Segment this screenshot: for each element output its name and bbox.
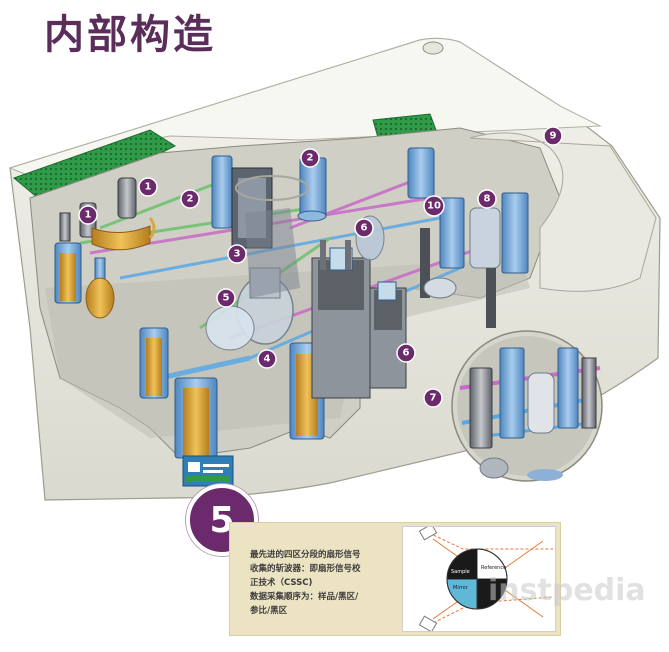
marker-badge-2: 2 <box>300 148 320 168</box>
chopper-label-mirror: Mirror <box>453 585 469 591</box>
marker-label: 6 <box>403 348 410 359</box>
magnified-detail-circle <box>451 330 603 482</box>
marker-badge-10: 10 <box>423 195 445 217</box>
marker-label: 5 <box>223 293 230 304</box>
marker-label: 4 <box>264 354 271 365</box>
callout-line: 参比/黑区 <box>250 606 288 616</box>
marker-badge-1: 1 <box>138 177 158 197</box>
watermark-logo: instpedia <box>488 573 646 608</box>
page-title: 内部构造 <box>44 12 216 58</box>
right-housing-bump <box>469 132 657 292</box>
sample-compartment <box>311 240 407 399</box>
callout-line: 收集的斩波器：即扇形信号校 <box>250 564 361 574</box>
callout-line: 最先进的四区分段的扇形信号 <box>250 550 361 560</box>
marker-label: 8 <box>484 194 491 205</box>
marker-badge-6: 6 <box>396 343 416 363</box>
marker-badge-3: 3 <box>227 244 247 264</box>
top-knob <box>422 41 444 55</box>
chopper-schematic: Sample Mirror Reference Open <box>418 523 554 633</box>
callout-description: 最先进的四区分段的扇形信号 收集的斩波器：即扇形信号校 正技术（CSSC) 数据… <box>250 548 400 618</box>
marker-label: 3 <box>234 249 241 260</box>
marker-label: 7 <box>430 393 437 404</box>
marker-badge-9: 9 <box>543 126 563 146</box>
marker-badge-4: 4 <box>257 349 277 369</box>
marker-badge-6: 6 <box>354 218 374 238</box>
chopper-inset-diagram: Sample Mirror Reference Open <box>402 523 556 633</box>
chopper-wheel: Sample Mirror Reference Open <box>446 548 508 610</box>
marker-badge-1: 1 <box>78 205 98 225</box>
marker-badge-5: 5 <box>216 288 236 308</box>
monochromator-assemblies <box>205 155 327 351</box>
chopper-label-sample: Sample <box>451 569 470 575</box>
instrument-cutaway-illustration: 1 1 2 2 3 4 5 6 6 7 8 9 10 <box>8 37 661 501</box>
detector-optics-right <box>355 147 529 328</box>
marker-label: 9 <box>550 131 557 142</box>
marker-label: 1 <box>85 210 92 221</box>
marker-badge-7: 7 <box>423 388 443 408</box>
marker-label: 6 <box>361 223 368 234</box>
marker-label: 10 <box>427 201 441 212</box>
chopper-label-reference: Reference <box>481 565 506 571</box>
callout-line: 数据采集顺序为：样品/黑区/ <box>250 592 359 602</box>
upper-mirror-icon <box>418 523 438 541</box>
lower-mirror-icon <box>418 615 438 633</box>
marker-label: 1 <box>145 182 152 193</box>
numbered-badges: 1 1 2 2 3 4 5 6 6 7 8 9 10 <box>78 126 563 408</box>
marker-label: 2 <box>187 194 194 205</box>
marker-badge-8: 8 <box>477 189 497 209</box>
callout-line: 正技术（CSSC) <box>250 578 313 588</box>
chopper-label-open: Open <box>485 581 498 587</box>
marker-badge-2: 2 <box>180 189 200 209</box>
mirror-assemblies-left <box>54 242 325 459</box>
marker-label: 2 <box>307 153 314 164</box>
